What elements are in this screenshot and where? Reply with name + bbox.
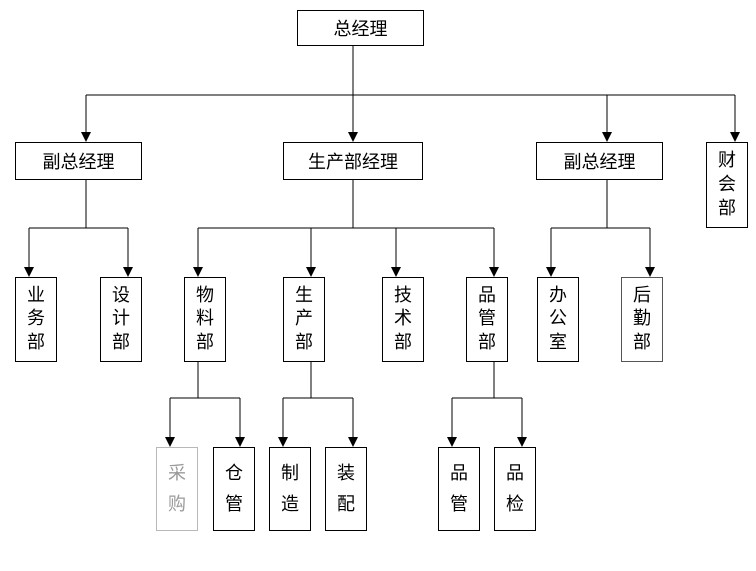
- sales-char-2: 务: [27, 308, 45, 330]
- warehouse-char-2: 管: [225, 493, 243, 515]
- assembly-char-2: 配: [337, 493, 355, 515]
- logistics-char-2: 勤: [633, 308, 651, 330]
- manufacturing-box: 制 造: [269, 447, 311, 531]
- inspection-char-1: 品: [506, 462, 524, 484]
- purchasing-char-1: 采: [168, 462, 186, 484]
- production-char-2: 产: [295, 308, 313, 330]
- design-char-1: 设: [112, 284, 130, 306]
- qc-box: 品 管: [438, 447, 480, 531]
- production-box: 生 产 部: [283, 277, 325, 362]
- technology-char-3: 部: [394, 332, 412, 354]
- finance-char-3: 部: [718, 198, 736, 219]
- purchasing-char-2: 购: [168, 493, 186, 515]
- assembly-char-1: 装: [337, 462, 355, 484]
- quality-box: 品 管 部: [466, 277, 508, 362]
- office-char-3: 室: [549, 332, 567, 354]
- logistics-char-3: 部: [633, 332, 651, 354]
- vp-left-label: 副总经理: [42, 152, 115, 173]
- quality-char-2: 管: [478, 308, 496, 330]
- production-manager-box: 生产部经理: [283, 142, 423, 180]
- materials-box: 物 料 部: [184, 277, 226, 362]
- inspection-char-2: 检: [506, 493, 524, 515]
- quality-char-3: 部: [478, 332, 496, 354]
- sales-char-3: 部: [27, 332, 45, 354]
- ceo-label: 总经理: [333, 19, 388, 40]
- design-box: 设 计 部: [100, 277, 142, 362]
- production-char-1: 生: [295, 284, 313, 306]
- finance-box: 财 会 部: [706, 142, 748, 228]
- technology-box: 技 术 部: [382, 277, 424, 362]
- purchasing-box: 采 购: [156, 447, 198, 531]
- ceo-box: 总经理: [297, 10, 424, 46]
- production-char-3: 部: [295, 332, 313, 354]
- vp-left-box: 副总经理: [15, 142, 142, 180]
- finance-char-2: 会: [718, 174, 736, 195]
- technology-char-1: 技: [394, 284, 412, 306]
- vp-right-box: 副总经理: [536, 142, 663, 180]
- warehouse-box: 仓 管: [213, 447, 255, 531]
- qc-char-2: 管: [450, 493, 468, 515]
- design-char-3: 部: [112, 332, 130, 354]
- office-box: 办 公 室: [537, 277, 579, 362]
- office-char-1: 办: [549, 284, 567, 306]
- sales-box: 业 务 部: [15, 277, 57, 362]
- design-char-2: 计: [112, 308, 130, 330]
- warehouse-char-1: 仓: [225, 462, 243, 484]
- materials-char-1: 物: [196, 284, 214, 306]
- sales-char-1: 业: [27, 284, 45, 306]
- office-char-2: 公: [549, 308, 567, 330]
- production-manager-label: 生产部经理: [308, 152, 398, 173]
- logistics-box: 后 勤 部: [621, 277, 663, 362]
- finance-char-1: 财: [718, 150, 736, 171]
- logistics-char-1: 后: [633, 284, 651, 306]
- quality-char-1: 品: [478, 284, 496, 306]
- assembly-box: 装 配: [325, 447, 367, 531]
- manufacturing-char-2: 造: [281, 493, 299, 515]
- inspection-box: 品 检: [494, 447, 536, 531]
- manufacturing-char-1: 制: [281, 462, 299, 484]
- vp-right-label: 副总经理: [563, 152, 636, 173]
- qc-char-1: 品: [450, 462, 468, 484]
- materials-char-2: 料: [196, 308, 214, 330]
- materials-char-3: 部: [196, 332, 214, 354]
- technology-char-2: 术: [394, 308, 412, 330]
